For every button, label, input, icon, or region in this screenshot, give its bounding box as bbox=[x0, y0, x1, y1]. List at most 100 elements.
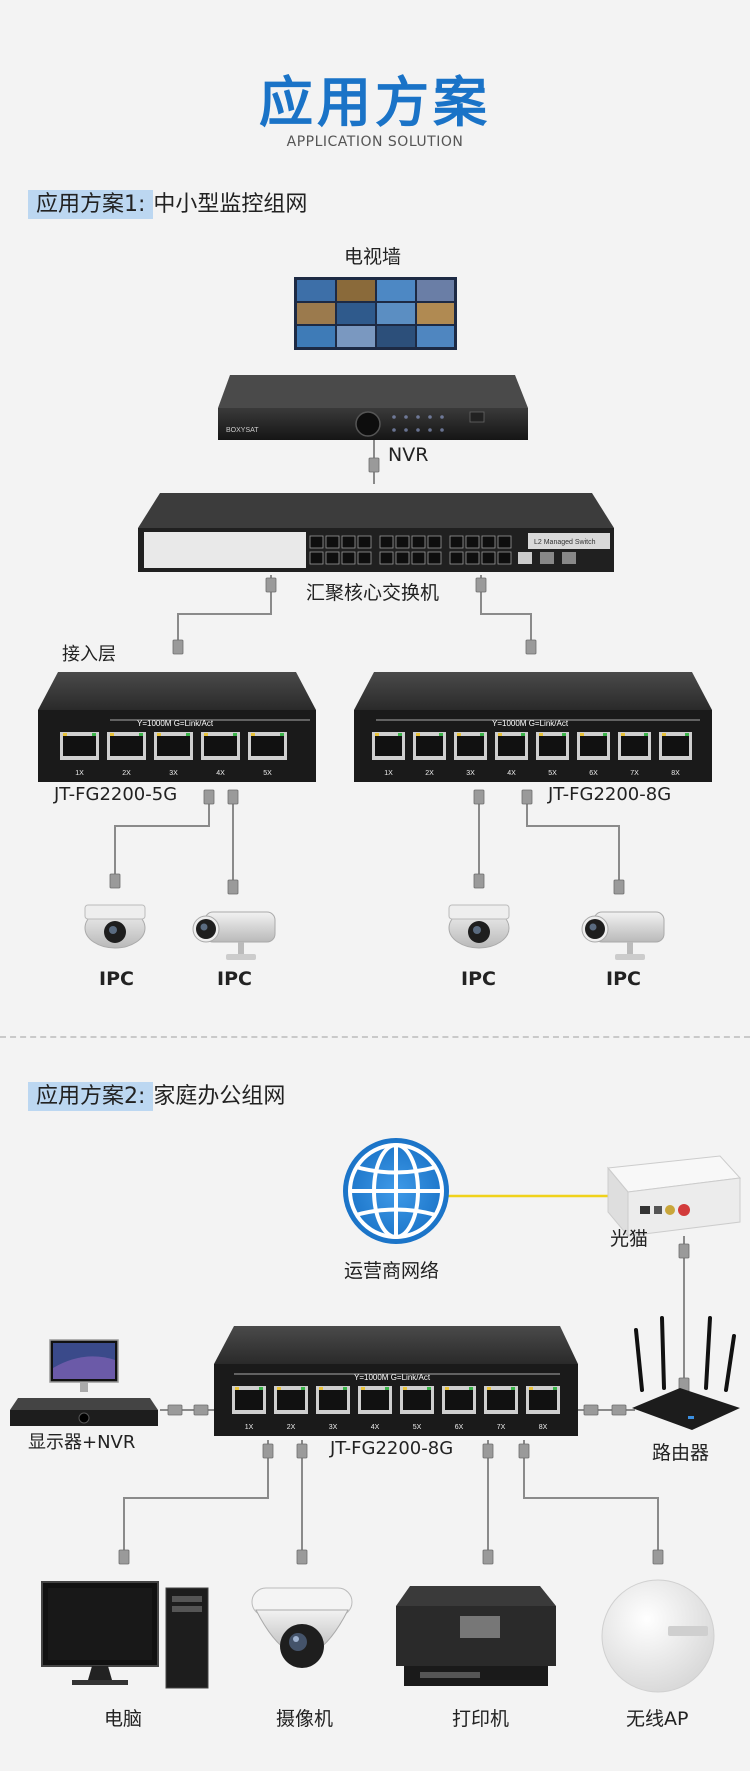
scheme1-name: 中小型监控组网 bbox=[153, 192, 308, 217]
nvr-label: NVR bbox=[388, 444, 429, 466]
core-port-14 bbox=[395, 551, 410, 565]
core-port-9 bbox=[379, 535, 394, 549]
core-port-8 bbox=[357, 551, 372, 565]
switch-b-port-label: 6X bbox=[589, 770, 598, 777]
core-port-5 bbox=[309, 551, 324, 565]
switch-a-port-label: 5X bbox=[263, 770, 272, 777]
dome-camera-icon bbox=[84, 904, 146, 949]
rj45-plugs-scheme1 bbox=[109, 457, 625, 895]
computer-icon bbox=[41, 1581, 209, 1689]
core-port-15 bbox=[411, 551, 426, 565]
home-switch-port-4: 4X bbox=[358, 1386, 392, 1431]
core-port-24 bbox=[497, 551, 512, 565]
home-switch-port-3: 3X bbox=[316, 1386, 350, 1431]
core-port-23 bbox=[481, 551, 496, 565]
core-port-11 bbox=[411, 535, 426, 549]
switch-a-port-5: 5X bbox=[248, 732, 287, 777]
switch-a-top-label: Y=1000M G=Link/Act bbox=[137, 719, 214, 728]
monitor-nvr-icon bbox=[10, 1339, 158, 1426]
core-port-22 bbox=[465, 551, 480, 565]
scheme1-heading: 应用方案1:中小型监控组网 bbox=[28, 186, 308, 219]
camera-label: 摄像机 bbox=[276, 1708, 334, 1730]
ipc-label-2: IPC bbox=[217, 968, 252, 990]
home-switch-port-label: 7X bbox=[497, 1424, 506, 1431]
access-switch-5g-icon: Y=1000M G=Link/Act 1X 2X 3X 4X 5X bbox=[38, 672, 316, 782]
home-switch-port-1: 1X bbox=[232, 1386, 266, 1431]
switch-a-port-2: 2X bbox=[107, 732, 146, 777]
core-port-12 bbox=[427, 535, 442, 549]
home-switch-model: JT-FG2200-8G bbox=[330, 1438, 454, 1459]
section-divider bbox=[0, 1036, 750, 1038]
home-switch-port-6: 6X bbox=[442, 1386, 476, 1431]
wireless-ap-icon bbox=[601, 1579, 715, 1693]
page-title: 应用方案 bbox=[259, 71, 491, 134]
core-port-17 bbox=[449, 535, 464, 549]
switch-b-port-label: 5X bbox=[548, 770, 557, 777]
scheme2-heading: 应用方案2:家庭办公组网 bbox=[28, 1078, 286, 1111]
modem-label: 光猫 bbox=[610, 1228, 649, 1250]
ipc-label-3: IPC bbox=[461, 968, 496, 990]
core-port-20 bbox=[497, 535, 512, 549]
core-port-18 bbox=[465, 535, 480, 549]
home-switch-port-label: 4X bbox=[371, 1424, 380, 1431]
home-switch-port-7: 7X bbox=[484, 1386, 518, 1431]
scheme1-badge: 应用方案1: bbox=[28, 190, 154, 219]
switch-b-port-7: 7X bbox=[618, 732, 651, 777]
switch-b-port-label: 4X bbox=[507, 770, 516, 777]
core-port-19 bbox=[481, 535, 496, 549]
page-subtitle: APPLICATION SOLUTION bbox=[286, 134, 464, 150]
home-switch-port-label: 3X bbox=[329, 1424, 338, 1431]
switch-b-top-label: Y=1000M G=Link/Act bbox=[492, 719, 569, 728]
wireless-ap-label: 无线AP bbox=[626, 1708, 689, 1730]
switch-b-port-label: 7X bbox=[630, 770, 639, 777]
home-switch-port-2: 2X bbox=[274, 1386, 308, 1431]
scheme2-name: 家庭办公组网 bbox=[153, 1084, 286, 1109]
bullet-camera-icon bbox=[581, 911, 665, 960]
nvr-device-icon: BOXYSAT bbox=[218, 375, 528, 440]
ipc-label-1: IPC bbox=[99, 968, 134, 990]
core-port-1 bbox=[309, 535, 324, 549]
core-switch-label: 汇聚核心交换机 bbox=[306, 582, 440, 604]
core-port-13 bbox=[379, 551, 394, 565]
switch-a-port-label: 1X bbox=[75, 770, 84, 777]
core-port-16 bbox=[427, 551, 442, 565]
ipc-label-4: IPC bbox=[606, 968, 641, 990]
optical-modem-icon bbox=[607, 1155, 742, 1238]
home-switch-port-5: 5X bbox=[400, 1386, 434, 1431]
bullet-camera-icon bbox=[192, 911, 276, 960]
core-port-3 bbox=[341, 535, 356, 549]
switch-b-port-label: 1X bbox=[384, 770, 393, 777]
switch-a-port-label: 3X bbox=[169, 770, 178, 777]
switch-b-port-5: 5X bbox=[536, 732, 569, 777]
core-port-10 bbox=[395, 535, 410, 549]
dome-camera-icon bbox=[448, 904, 510, 949]
switch-b-port-label: 2X bbox=[425, 770, 434, 777]
core-port-4 bbox=[357, 535, 372, 549]
home-switch-top-label: Y=1000M G=Link/Act bbox=[354, 1373, 431, 1382]
rj45-plugs-scheme2 bbox=[118, 1243, 690, 1565]
isp-label: 运营商网络 bbox=[344, 1260, 440, 1282]
tv-wall-icon bbox=[294, 277, 457, 350]
switch-b-port-8: 8X bbox=[659, 732, 692, 777]
camera-icon bbox=[251, 1587, 353, 1668]
home-switch-port-label: 2X bbox=[287, 1424, 296, 1431]
core-port-6 bbox=[325, 551, 340, 565]
scheme2-badge: 应用方案2: bbox=[28, 1082, 154, 1111]
core-port-2 bbox=[325, 535, 340, 549]
core-switch-brand: L2 Managed Switch bbox=[534, 539, 596, 546]
switch-b-port-6: 6X bbox=[577, 732, 610, 777]
switch-b-port-label: 8X bbox=[671, 770, 680, 777]
tv-wall-label: 电视墙 bbox=[344, 246, 402, 268]
switch-a-port-3: 3X bbox=[154, 732, 193, 777]
core-switch-icon: L2 Managed Switch bbox=[138, 493, 614, 572]
globe-icon bbox=[343, 1138, 449, 1244]
core-port-7 bbox=[341, 551, 356, 565]
switch-b-port-label: 3X bbox=[466, 770, 475, 777]
switch-b-port-1: 1X bbox=[372, 732, 405, 777]
home-switch-port-label: 5X bbox=[413, 1424, 422, 1431]
monitor-nvr-label: 显示器+NVR bbox=[28, 1432, 136, 1453]
switch-a-port-label: 4X bbox=[216, 770, 225, 777]
switch-b-port-4: 4X bbox=[495, 732, 528, 777]
